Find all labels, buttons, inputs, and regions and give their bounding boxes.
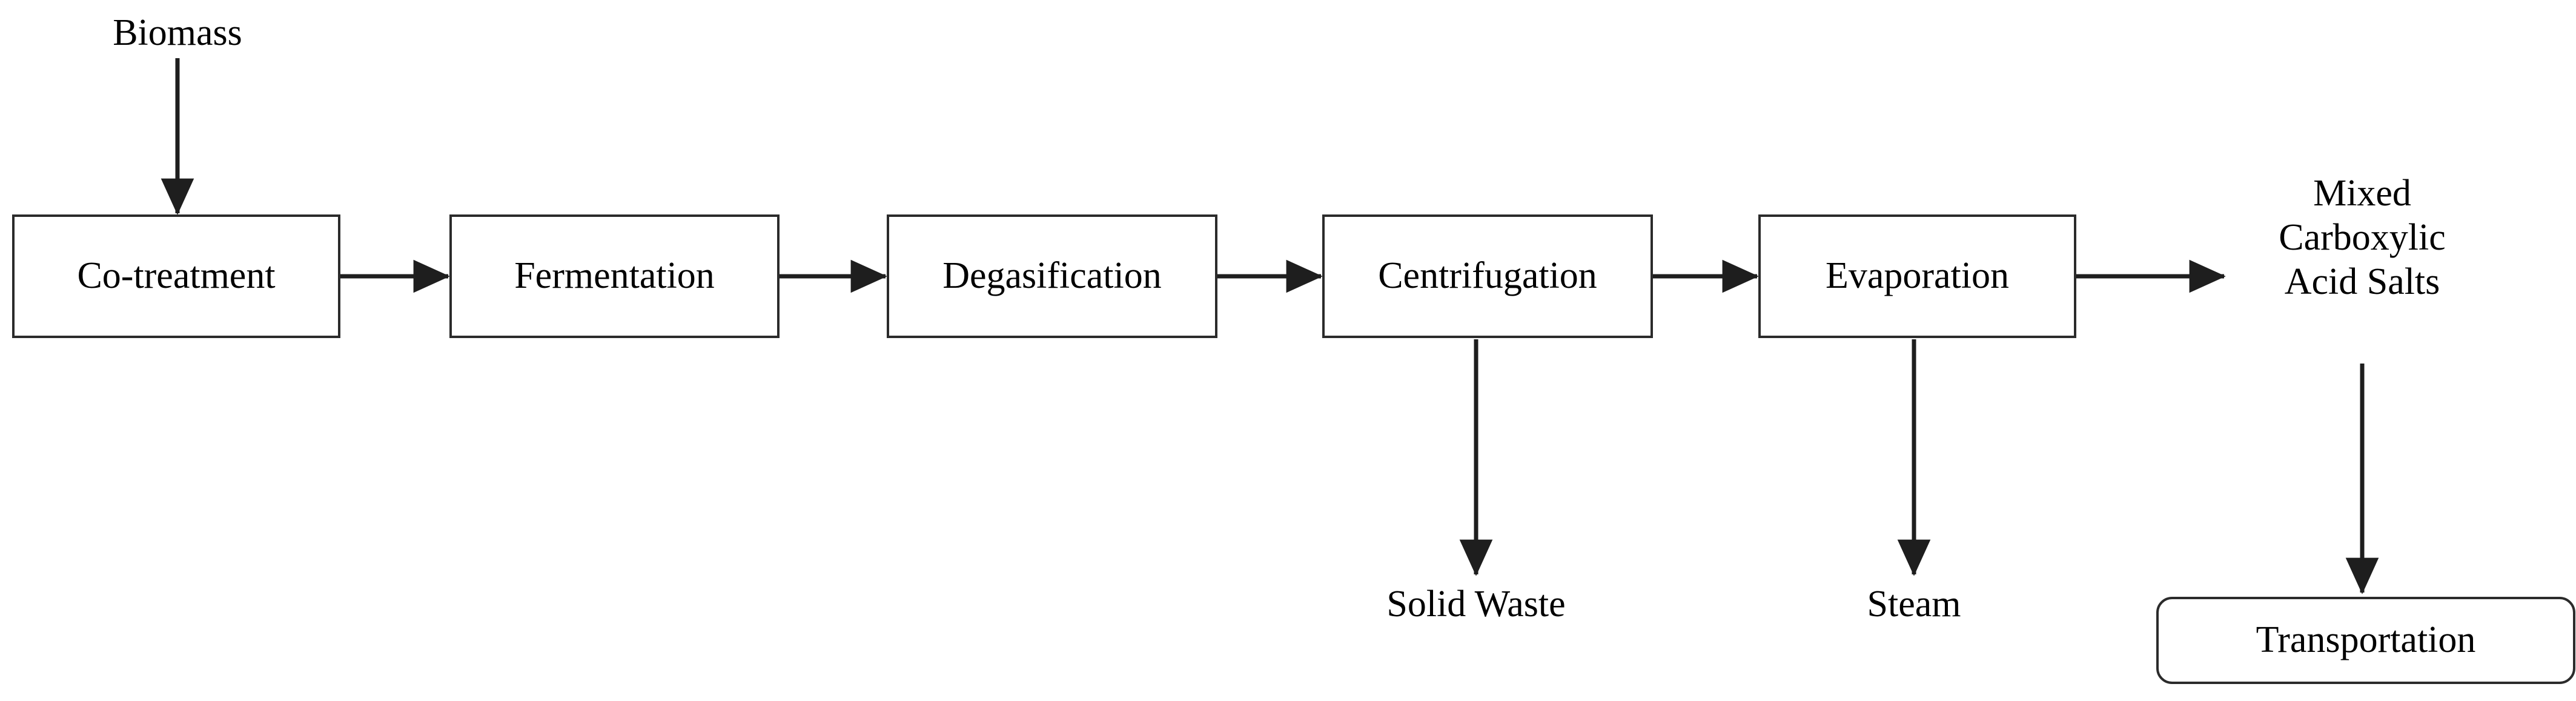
- process-box-fermentation[interactable]: Fermentation: [449, 214, 780, 338]
- process-box-label: Degasification: [942, 255, 1162, 297]
- process-box-centrifugation[interactable]: Centrifugation: [1322, 214, 1653, 338]
- stream-label-line-1: Mixed: [2313, 173, 2411, 214]
- process-box-degasification[interactable]: Degasification: [887, 214, 1217, 338]
- stream-label-line-3: Acid Salts: [2284, 261, 2440, 303]
- process-box-label: Centrifugation: [1378, 255, 1597, 297]
- stream-label-biomass: Biomass: [32, 12, 323, 54]
- process-box-label: Co-treatment: [77, 255, 276, 297]
- process-box-evaporation[interactable]: Evaporation: [1758, 214, 2076, 338]
- process-box-co-treatment[interactable]: Co-treatment: [12, 214, 340, 338]
- stream-label-text: Solid Waste: [1386, 583, 1566, 625]
- stream-label-text: Biomass: [113, 12, 242, 53]
- process-box-label: Transportation: [2256, 619, 2476, 661]
- stream-label-mixed-carboxylic-acid-salts: Mixed Carboxylic Acid Salts: [2217, 171, 2508, 304]
- stream-label-solid-waste: Solid Waste: [1306, 583, 1646, 625]
- process-box-transportation[interactable]: Transportation: [2156, 597, 2575, 684]
- stream-label-line-2: Carboxylic: [2279, 217, 2446, 259]
- stream-label-steam: Steam: [1757, 583, 2071, 625]
- process-box-label: Evaporation: [1825, 255, 2009, 297]
- stream-label-text: Steam: [1867, 583, 1961, 625]
- process-box-label: Fermentation: [514, 255, 715, 297]
